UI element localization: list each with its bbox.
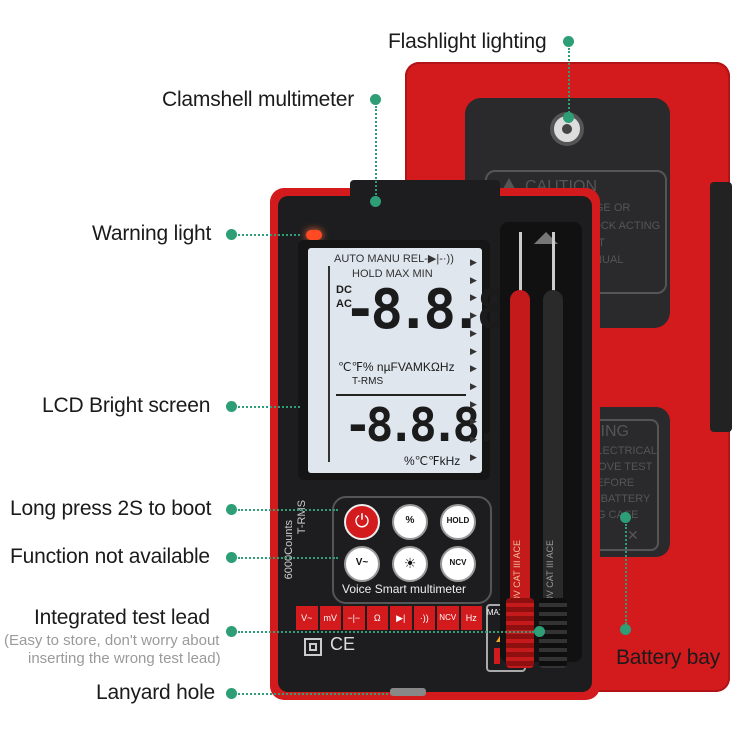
callout-test-lead: Integrated test lead [34,606,210,629]
lcd-trms: T-RMS [352,376,384,387]
warning-led [306,230,322,240]
callout-lanyard: Lanyard hole [96,681,216,704]
power-button[interactable]: ⏻ [344,504,380,540]
strip-v: V~ [296,606,318,630]
red-probe-tip [519,232,522,292]
callout-test-lead-dot [226,626,237,637]
side-brand: T-RMS [296,500,308,535]
ce-mark: CE [330,634,356,654]
voice-label: Voice Smart multimeter [342,582,467,596]
callout-test-lead-sub1: (Easy to store, don't worry about [4,632,220,649]
hz-button[interactable]: % [392,504,428,540]
strip-ohm: Ω [366,606,388,630]
function-strip: V~ mV −|− Ω ▶| ·)) NCV Hz [296,606,482,630]
callout-function-na-line [238,557,338,559]
button-panel: ⏻ % HOLD V~ ☀ NCV Voice Smart multimeter [332,496,492,604]
lanyard-hole [390,688,426,696]
disposal-icon: ✕ [627,527,639,543]
callout-warning-line [238,234,300,236]
callout-test-lead-target [534,626,545,637]
flashlight-button[interactable]: ☀ [392,546,428,582]
warning-line-3: BEFORE [589,477,635,489]
red-terminal [494,648,500,664]
callout-flashlight-line [568,48,570,116]
callout-lcd-dot [226,401,237,412]
callout-long-press-dot [226,504,237,515]
hold-button[interactable]: HOLD [440,504,476,540]
callout-battery-dot [620,624,631,635]
callout-flashlight-target [563,112,574,123]
callout-function-na: Function not available [10,545,210,568]
lcd-screen: AUTO MANU REL-▶|-·)) HOLD MAX MIN DC AC … [298,240,562,480]
callout-battery-line [625,524,627,624]
side-counts: 6000Counts [283,520,295,580]
lcd-row1: AUTO MANU REL-▶|-·)) [334,253,454,265]
callout-warning-light: Warning light [92,222,212,245]
strip-mv: mV [319,606,341,630]
lcd-panel: AUTO MANU REL-▶|-·)) HOLD MAX MIN DC AC … [308,248,562,473]
black-probe: MAX 600V CAT III ACE [543,290,563,633]
red-probe-grip [506,598,534,668]
strip-diode: ▶| [390,606,412,630]
lcd-units-2: %℃℉kHz [404,454,461,468]
callout-test-lead-sub2: inserting the wrong test lead) [28,650,221,667]
callout-battery-target [620,512,631,523]
top-clip [350,180,500,200]
lcd-ac: AC [336,298,352,310]
callout-test-lead-line [238,631,534,633]
callout-flashlight-dot [563,36,574,47]
callout-clamshell-dot [370,94,381,105]
lcd-mode-indicators: ▶▶▶▶▶▶▶▶▶▶▶▶ [470,257,477,462]
warning-line-4: G BATTERY [589,493,651,505]
strip-hz: Hz [460,606,482,630]
strip-ncv: NCV [437,606,459,630]
callout-lanyard-dot [226,688,237,699]
ncv-button[interactable]: NCV [440,546,476,582]
callout-lcd-line [238,406,300,408]
callout-clamshell-target [370,196,381,207]
callout-lcd: LCD Bright screen [42,394,211,417]
callout-warning-dot [226,229,237,240]
v-mv-button[interactable]: V~ [344,546,380,582]
callout-battery-bay: Battery bay [616,646,721,669]
callout-clamshell-line [375,106,377,198]
lcd-bargraph [316,266,330,462]
back-side-grip-right [710,182,732,432]
lcd-units-1: ℃℉% nµFVAMKΩHz [338,360,455,374]
strip-cap: −|− [343,606,365,630]
callout-clamshell: Clamshell multimeter [162,88,355,111]
callout-long-press-line [238,509,338,511]
red-probe: MAX 600V CAT III ACE [510,290,530,633]
warning-line-1: ELECTRICAL [589,445,657,457]
double-insulation-icon [304,638,322,656]
lcd-dc: DC [336,284,352,296]
callout-function-na-dot [226,552,237,563]
callout-flashlight: Flashlight lighting [388,30,547,53]
black-probe-tip [552,232,555,292]
lcd-sub-digits: -8.8.8.8 [344,398,524,452]
callout-lanyard-line [238,693,388,695]
lcd-row2: HOLD MAX MIN [352,268,433,280]
callout-long-press: Long press 2S to boot [10,497,212,520]
strip-beep: ·)) [413,606,435,630]
warning-line-2: MOVE TEST [589,461,653,473]
lcd-divider [336,394,466,396]
